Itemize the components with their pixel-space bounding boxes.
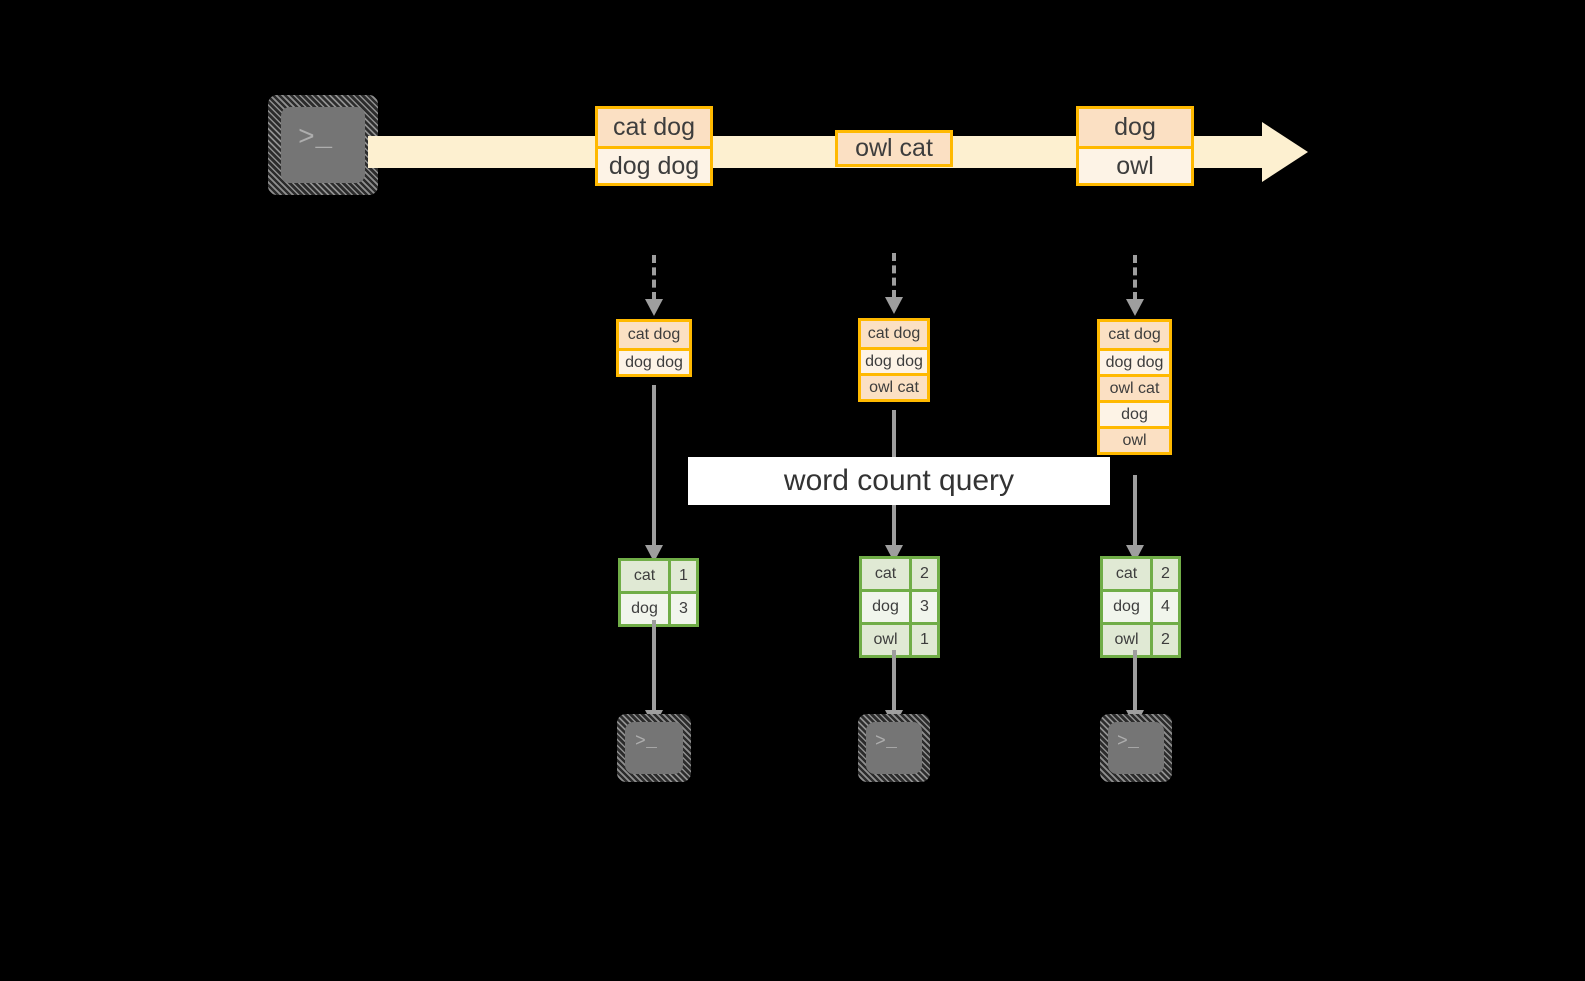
connector-line bbox=[1133, 650, 1137, 715]
result-count: 2 bbox=[1150, 559, 1178, 589]
connector-line bbox=[652, 620, 656, 715]
connector-line bbox=[1133, 475, 1137, 550]
source-terminal-icon: >_ bbox=[268, 95, 378, 195]
result-word: cat bbox=[621, 561, 668, 591]
result-word: cat bbox=[862, 559, 909, 589]
query-label-banner: word count query bbox=[688, 457, 1110, 505]
connector-line bbox=[892, 253, 896, 298]
result-count: 2 bbox=[909, 559, 937, 589]
snapshot-1-input-row-2: dog dog bbox=[619, 348, 689, 374]
connector-arrowhead bbox=[645, 545, 663, 562]
snapshot-2-result-table: cat 2 dog 3 owl 1 bbox=[859, 556, 940, 658]
query-label-text: word count query bbox=[783, 464, 1015, 497]
connector-line bbox=[1133, 255, 1137, 300]
result-word: owl bbox=[1103, 625, 1150, 655]
result-word: cat bbox=[1103, 559, 1150, 589]
snapshot-1-result-table: cat 1 dog 3 bbox=[618, 558, 699, 627]
table-row: dog 3 bbox=[621, 591, 696, 624]
connector-line bbox=[652, 385, 656, 550]
result-word: dog bbox=[621, 594, 668, 624]
snapshot-3-input-table: cat dog dog dog owl cat dog owl bbox=[1097, 319, 1172, 455]
terminal-prompt-glyph: >_ bbox=[1117, 732, 1140, 752]
result-count: 2 bbox=[1150, 625, 1178, 655]
terminal-face bbox=[281, 107, 365, 183]
snapshot-2-input-row-1: cat dog bbox=[861, 321, 927, 347]
table-row: dog 4 bbox=[1103, 589, 1178, 622]
connector-arrowhead bbox=[645, 299, 663, 316]
snapshot-3-input-row-4: dog bbox=[1100, 400, 1169, 426]
stream-event-1: cat dog dog dog bbox=[595, 106, 713, 186]
table-row: owl 1 bbox=[862, 622, 937, 655]
snapshot-3-input-row-2: dog dog bbox=[1100, 348, 1169, 374]
snapshot-2-input-table: cat dog dog dog owl cat bbox=[858, 318, 930, 402]
snapshot-1-input-table: cat dog dog dog bbox=[616, 319, 692, 377]
stream-event-3-line-2: owl bbox=[1079, 146, 1191, 183]
snapshot-3-input-row-3: owl cat bbox=[1100, 374, 1169, 400]
sink-terminal-icon-3: >_ bbox=[1100, 714, 1172, 782]
snapshot-2-input-row-2: dog dog bbox=[861, 347, 927, 373]
stream-event-2-line-1: owl cat bbox=[838, 133, 950, 164]
terminal-prompt-glyph: >_ bbox=[635, 732, 658, 752]
result-word: dog bbox=[862, 592, 909, 622]
stream-event-3: dog owl bbox=[1076, 106, 1194, 186]
table-row: owl 2 bbox=[1103, 622, 1178, 655]
result-count: 3 bbox=[909, 592, 937, 622]
snapshot-2-input-row-3: owl cat bbox=[861, 373, 927, 399]
stream-event-1-line-2: dog dog bbox=[598, 146, 710, 183]
connector-line bbox=[652, 255, 656, 300]
terminal-face bbox=[1108, 722, 1164, 774]
result-count: 1 bbox=[909, 625, 937, 655]
stream-arrow-head bbox=[1262, 122, 1308, 182]
result-word: owl bbox=[862, 625, 909, 655]
result-count: 4 bbox=[1150, 592, 1178, 622]
connector-arrowhead bbox=[1126, 299, 1144, 316]
sink-terminal-icon-2: >_ bbox=[858, 714, 930, 782]
terminal-face bbox=[625, 722, 683, 774]
snapshot-3-input-row-1: cat dog bbox=[1100, 322, 1169, 348]
result-count: 3 bbox=[668, 594, 696, 624]
terminal-face bbox=[866, 722, 922, 774]
snapshot-1-input-row-1: cat dog bbox=[619, 322, 689, 348]
terminal-prompt-glyph: >_ bbox=[298, 123, 333, 154]
connector-arrowhead bbox=[885, 297, 903, 314]
stream-event-2: owl cat bbox=[835, 130, 953, 167]
table-row: cat 2 bbox=[1103, 559, 1178, 589]
connector-line bbox=[892, 650, 896, 715]
table-row: cat 1 bbox=[621, 561, 696, 591]
terminal-prompt-glyph: >_ bbox=[875, 732, 898, 752]
snapshot-3-input-row-5: owl bbox=[1100, 426, 1169, 452]
result-word: dog bbox=[1103, 592, 1150, 622]
table-row: dog 3 bbox=[862, 589, 937, 622]
stream-event-1-line-1: cat dog bbox=[598, 109, 710, 146]
sink-terminal-icon-1: >_ bbox=[617, 714, 691, 782]
table-row: cat 2 bbox=[862, 559, 937, 589]
snapshot-3-result-table: cat 2 dog 4 owl 2 bbox=[1100, 556, 1181, 658]
stream-event-3-line-1: dog bbox=[1079, 109, 1191, 146]
result-count: 1 bbox=[668, 561, 696, 591]
